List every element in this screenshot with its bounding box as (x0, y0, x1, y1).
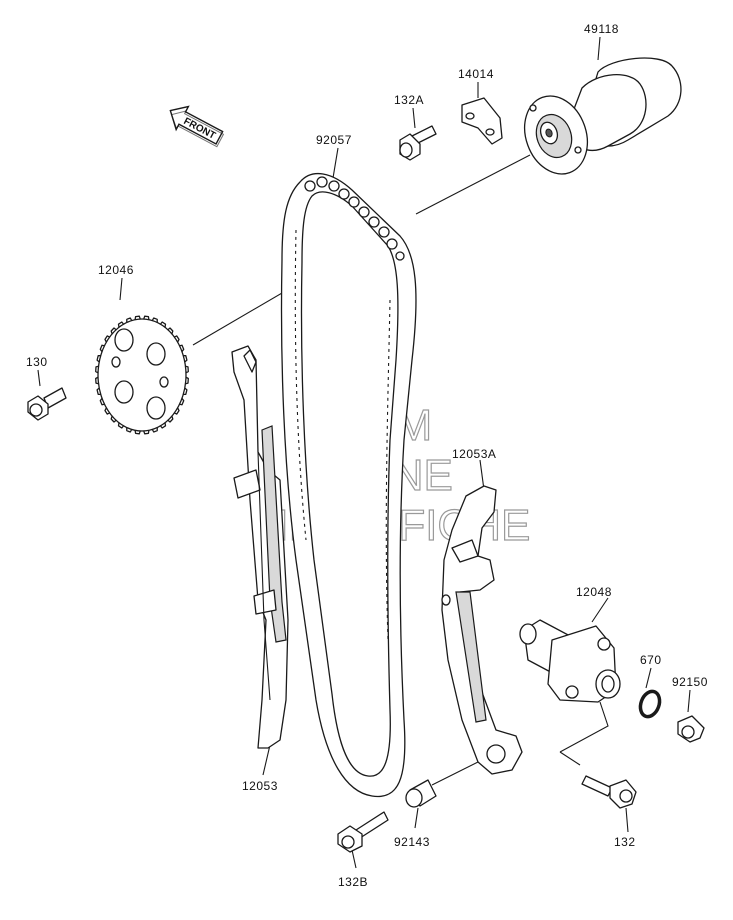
chain-tensioner (519, 619, 621, 703)
bolt-92150 (677, 715, 705, 743)
label-plate-bolt: 132A (394, 93, 424, 107)
chain-guide-right (441, 485, 523, 775)
o-ring (638, 689, 662, 719)
label-guide-left: 12053 (242, 779, 278, 793)
label-plate: 14014 (458, 67, 494, 81)
collar-92143 (405, 779, 437, 808)
chain-guide-plate (461, 97, 503, 145)
label-bolt-132b: 132B (338, 875, 368, 889)
leader-lines (37, 36, 691, 869)
label-sprocket: 12046 (98, 263, 134, 277)
bolt-132 (581, 775, 637, 809)
bolt-132b (337, 811, 389, 853)
bolt-130 (27, 387, 67, 421)
label-camshaft: 49118 (584, 22, 619, 36)
part-labels: 49118 14014 132A 92057 12046 130 12053A … (26, 22, 708, 889)
label-tensioner: 12048 (576, 585, 612, 599)
cam-sprocket (95, 315, 189, 435)
timing-chain (280, 172, 417, 798)
label-o-ring: 670 (640, 653, 662, 667)
label-guide-right: 12053A (452, 447, 496, 461)
label-tensioner-bolt-small: 92150 (672, 675, 708, 689)
label-sprocket-bolt: 130 (26, 355, 48, 369)
bolt-132a (399, 125, 437, 161)
chain-guide-left (231, 345, 289, 749)
chain-links (304, 176, 405, 261)
front-arrow-icon: FRONT (169, 105, 225, 148)
camshaft (524, 57, 682, 175)
label-chain: 92057 (316, 133, 352, 147)
label-bolt-132: 132 (614, 835, 636, 849)
label-collar: 92143 (394, 835, 430, 849)
